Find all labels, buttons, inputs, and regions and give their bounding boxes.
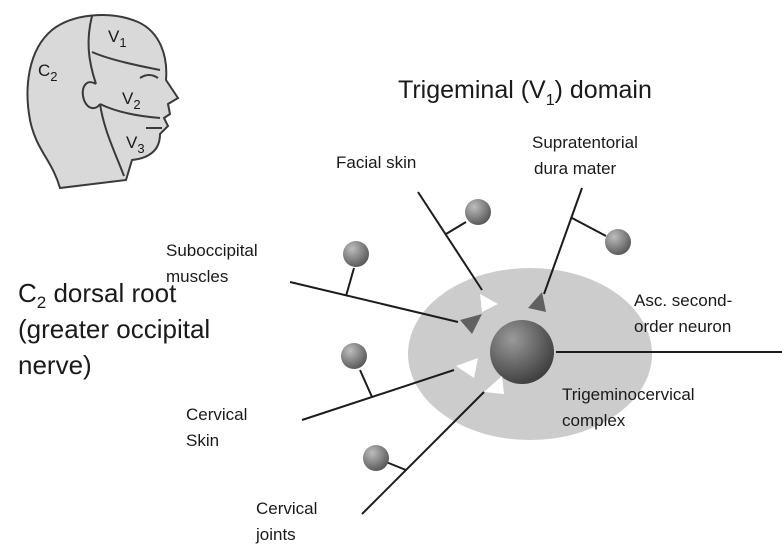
trigeminocervical-label: Trigeminocervical — [562, 385, 695, 404]
greater-occipital-label: (greater occipital — [18, 314, 210, 344]
cervical-skin-label: Cervical — [186, 405, 247, 424]
asc-neuron-label: Asc. second- — [634, 291, 732, 310]
suboccipital-ganglion — [343, 241, 369, 267]
suboccipital-label: Suboccipital — [166, 241, 258, 260]
cervical-joints-ganglion — [363, 445, 389, 471]
facial-skin-branch — [446, 222, 466, 234]
trigeminal-domain-title: Trigeminal (V1) domain — [398, 76, 652, 109]
head-outline — [28, 15, 178, 188]
joints-label: joints — [255, 525, 296, 544]
dura-branch — [572, 218, 606, 236]
dura-mater-label: dura mater — [534, 159, 617, 178]
nerve-label: nerve) — [18, 350, 92, 380]
facial-skin-ganglion — [465, 199, 491, 225]
skin-label: Skin — [186, 431, 219, 450]
supratentorial-label: Supratentorial — [532, 133, 638, 152]
complex-label: complex — [562, 411, 626, 430]
facial-skin-label: Facial skin — [336, 153, 416, 172]
cervical-joints-branch — [386, 462, 406, 470]
second-order-neuron — [490, 320, 554, 384]
cervical-joints-label: Cervical — [256, 499, 317, 518]
second-order-label: order neuron — [634, 317, 731, 336]
dura-ganglion — [605, 229, 631, 255]
head-figure: C2 V1 V2 V3 — [28, 15, 178, 188]
suboccipital-fiber — [290, 282, 458, 322]
c2-dorsal-root-label: C2 dorsal root — [18, 278, 177, 312]
cervical-skin-branch — [360, 370, 372, 397]
cervical-skin-ganglion — [341, 343, 367, 369]
suboccipital-branch — [346, 268, 354, 296]
